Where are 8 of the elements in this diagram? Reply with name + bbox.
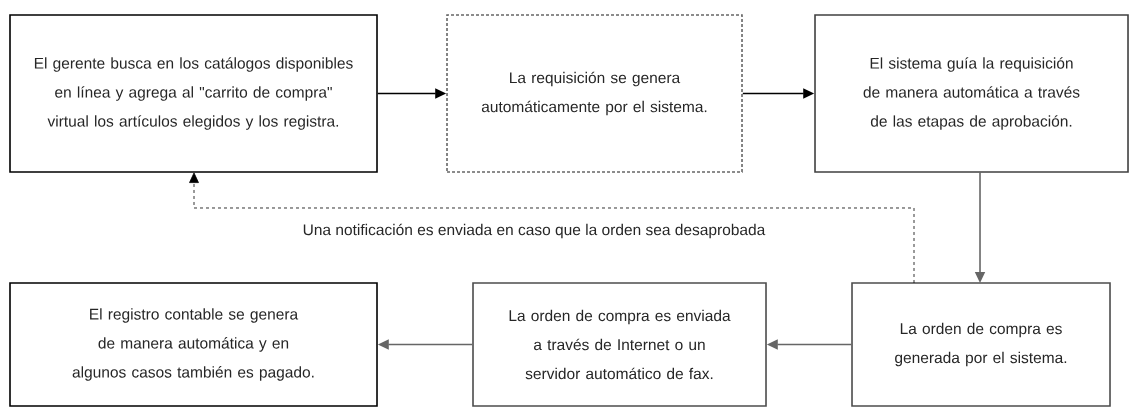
- process-box: El registro contable se genera de manera automática y en algunos casos también es pagado.: [9, 282, 378, 407]
- process-box: El sistema guía la requisición de manera automática a través de las etapas de aprobación.: [814, 14, 1129, 173]
- process-box: El gerente busca en los catálogos disponibles en línea y agrega al "carrito de compra" virtual los artículos elegidos y los registra.: [9, 14, 378, 173]
- process-box: La orden de compra es enviada a través de Internet o un servidor automático de fax.: [472, 282, 767, 407]
- edge-label: Una notificación es enviada en caso que la orden sea desaprobada: [301, 222, 767, 240]
- process-box: La orden de compra es generada por el sistema.: [851, 282, 1111, 407]
- process-box: La requisición se genera automáticamente por el sistema.: [446, 14, 743, 173]
- arrow: [189, 172, 915, 284]
